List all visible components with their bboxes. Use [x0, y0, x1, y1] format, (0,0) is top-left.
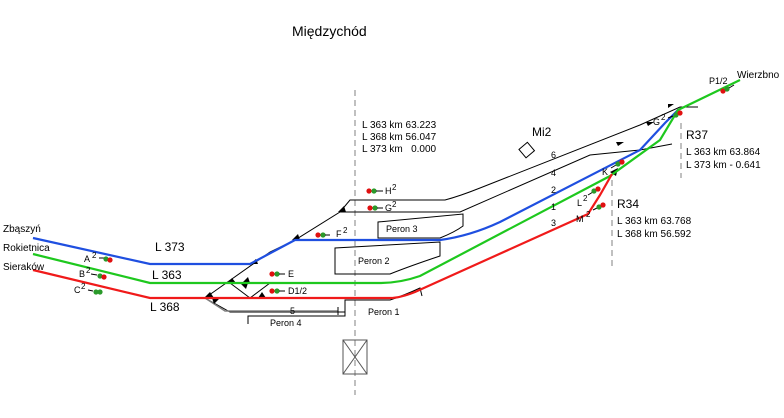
- platform-2-label: Peron 2: [358, 256, 390, 266]
- svg-text:K: K: [602, 167, 608, 177]
- direction-sierakow: Sieraków: [3, 262, 45, 273]
- signal-k: K: [602, 159, 625, 177]
- r34-label: R34: [617, 197, 639, 211]
- svg-text:2: 2: [661, 113, 666, 122]
- signal-e: E: [269, 269, 294, 279]
- r37-km-2: L 373 km - 0.641: [686, 160, 761, 171]
- svg-text:2: 2: [583, 194, 588, 203]
- signal-c: C 2: [74, 282, 103, 295]
- signal-g: G 2: [367, 200, 397, 213]
- svg-text:2: 2: [92, 251, 97, 260]
- signal-g-east: G 2: [653, 110, 683, 127]
- svg-text:M: M: [576, 214, 584, 224]
- signal-m: M 2: [576, 202, 606, 224]
- platform-2: [334, 241, 441, 275]
- svg-text:G: G: [653, 117, 660, 127]
- signal-l: L 2: [577, 186, 601, 208]
- r34-km-2: L 368 km 56.592: [617, 229, 692, 240]
- r34-km-1: L 363 km 63.768: [617, 216, 692, 227]
- line-373-label: L 373: [155, 240, 185, 254]
- r37-km-1: L 363 km 63.864: [686, 147, 761, 158]
- r37-label: R37: [686, 128, 708, 142]
- direction-rokietnica: Rokietnica: [3, 243, 50, 254]
- track-6-label: 6: [551, 150, 556, 160]
- direction-zbaszyn: Zbąszyń: [3, 224, 41, 235]
- svg-text:E: E: [288, 269, 294, 279]
- line-368-track: [32, 173, 613, 300]
- svg-text:L: L: [577, 198, 582, 208]
- track-3-label: 3: [551, 218, 556, 228]
- station-km-1: L 363 km 63.223: [362, 120, 437, 131]
- svg-text:P1/2: P1/2: [709, 76, 728, 86]
- signal-box-label: Mi2: [532, 125, 552, 139]
- svg-text:2: 2: [586, 210, 591, 219]
- svg-text:2: 2: [392, 183, 397, 192]
- svg-text:A: A: [84, 254, 90, 264]
- signal-h: H 2: [366, 183, 397, 196]
- track-2-label: 2: [551, 185, 556, 195]
- station-building: [342, 339, 368, 375]
- line-363-label: L 363: [152, 268, 182, 282]
- svg-text:H: H: [385, 186, 392, 196]
- track-5-label: 5: [290, 306, 295, 316]
- station-km-2: L 368 km 56.047: [362, 132, 437, 143]
- platform-4-label: Peron 4: [270, 318, 302, 328]
- platform-1-label: Peron 1: [368, 307, 400, 317]
- signal-p: P1/2: [709, 76, 735, 94]
- svg-text:B: B: [79, 269, 85, 279]
- station-title: Międzychód: [292, 23, 367, 39]
- svg-text:D1/2: D1/2: [288, 286, 307, 296]
- track-4-label: 4: [551, 168, 556, 178]
- svg-text:2: 2: [86, 266, 91, 275]
- direction-wierzbno: Wierzbno: [737, 70, 780, 81]
- svg-text:F: F: [336, 229, 342, 239]
- svg-text:2: 2: [343, 226, 348, 235]
- signal-f: F 2: [315, 226, 348, 239]
- line-373-track: [32, 109, 679, 266]
- signal-box-icon: [518, 141, 536, 159]
- platform-3-label: Peron 3: [386, 224, 418, 234]
- signal-d: D1/2: [269, 286, 307, 296]
- svg-text:2: 2: [392, 200, 397, 209]
- svg-text:G: G: [385, 203, 392, 213]
- platform-3: [377, 213, 464, 239]
- signal-b: B 2: [79, 266, 107, 280]
- svg-text:C: C: [74, 285, 81, 295]
- track-1-label: 1: [551, 202, 556, 212]
- line-363-track: [32, 79, 741, 285]
- line-368-label: L 368: [150, 300, 180, 314]
- svg-text:2: 2: [81, 282, 86, 291]
- track-5: [204, 297, 338, 312]
- station-km-3: L 373 km 0.000: [362, 144, 437, 155]
- signal-a: A 2: [84, 251, 113, 264]
